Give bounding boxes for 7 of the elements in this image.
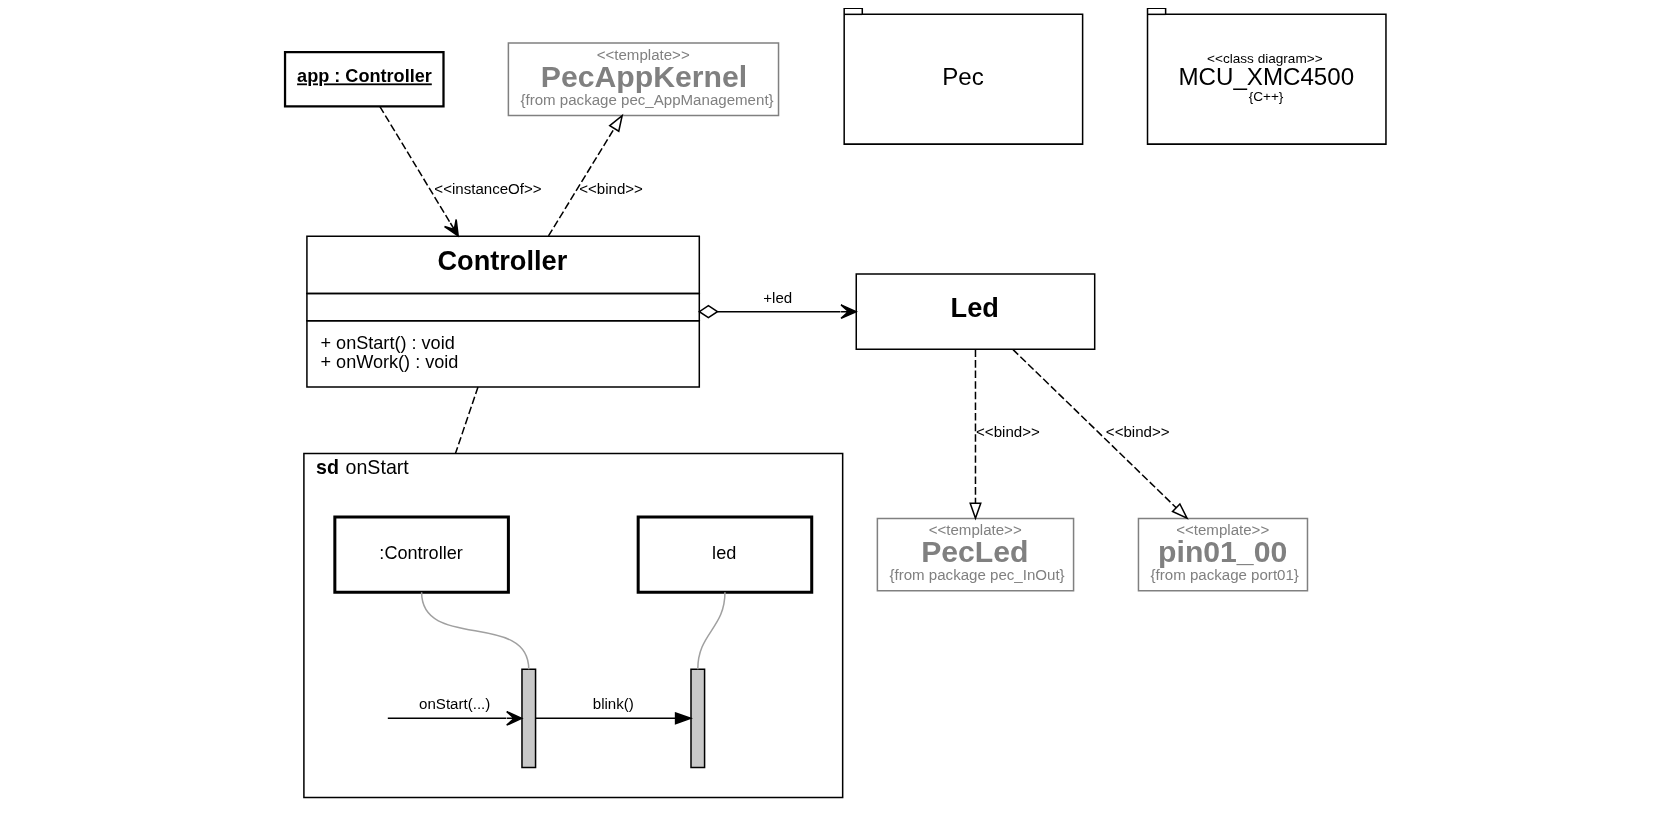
edge-label: onStart(...) (419, 695, 491, 713)
edge-label: <<bind>> (579, 179, 643, 197)
edge-label: +led (763, 288, 793, 306)
edge-label: blink() (592, 695, 634, 713)
edge-label: <<instanceOf>> (434, 179, 542, 197)
edge-label: <<bind>> (976, 422, 1040, 440)
edge-label: <<bind>> (1105, 422, 1170, 440)
